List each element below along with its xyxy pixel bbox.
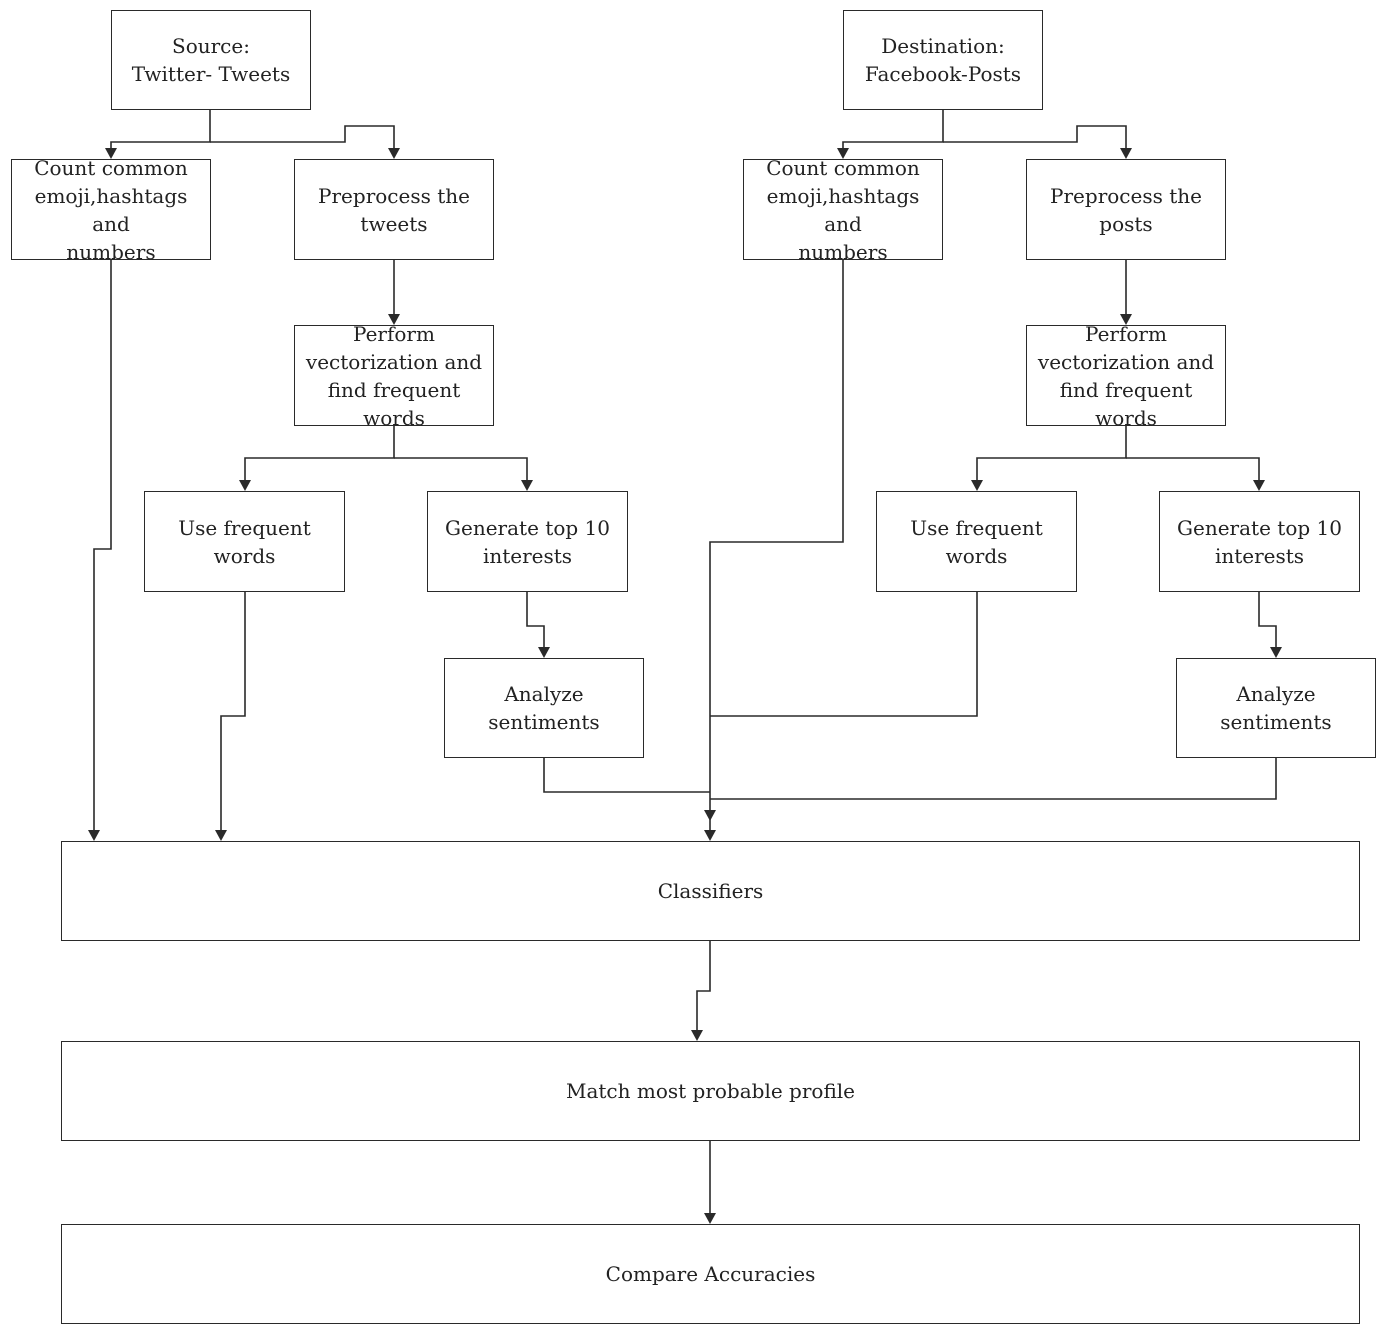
- arrowhead: [538, 647, 550, 658]
- node-destination-label: Destination: Facebook-Posts: [864, 34, 1022, 86]
- edge-use-frequent-left-to-classifiers: [220, 592, 246, 832]
- edge-sentiments-right-to-classifiers: [710, 758, 1277, 800]
- node-preprocess-tweets: Preprocess the tweets: [294, 159, 494, 260]
- arrowhead: [1120, 148, 1132, 159]
- node-sentiments-left: Analyze sentiments: [444, 658, 644, 758]
- node-classifiers: Classifiers: [61, 841, 1360, 941]
- node-count-common-left-label: Count common emoji,hashtags and numbers: [34, 155, 188, 264]
- arrowhead: [239, 480, 251, 491]
- node-use-frequent-right-label: Use frequent words: [910, 515, 1043, 568]
- node-count-common-right-label: Count common emoji,hashtags and numbers: [766, 155, 920, 264]
- arrowhead: [691, 1030, 703, 1041]
- arrowhead: [388, 148, 400, 159]
- arrowhead: [704, 830, 716, 841]
- edge-top10-right-to-sentiments: [1258, 592, 1277, 649]
- edge-top10-left-to-sentiments: [526, 592, 545, 649]
- node-count-common-left: Count common emoji,hashtags and numbers: [11, 156, 211, 264]
- arrowhead: [1120, 314, 1132, 325]
- edge-count-right-to-classifiers: [709, 260, 844, 832]
- node-count-common-right: Count common emoji,hashtags and numbers: [743, 156, 943, 264]
- edge-destination-to-preprocess-posts: [943, 125, 1127, 150]
- arrowhead: [1270, 647, 1282, 658]
- node-compare-accuracies-label: Compare Accuracies: [605, 1262, 816, 1286]
- node-match-profile: Match most probable profile: [61, 1041, 1360, 1141]
- node-preprocess-posts-label: Preprocess the posts: [1050, 183, 1202, 236]
- arrowhead: [215, 830, 227, 841]
- arrowhead: [388, 314, 400, 325]
- node-vectorize-right-label: Perform vectorization and find frequent …: [1037, 321, 1215, 430]
- arrowhead: [971, 480, 983, 491]
- node-use-frequent-right: Use frequent words: [876, 491, 1077, 592]
- node-preprocess-tweets-label: Preprocess the tweets: [318, 183, 470, 236]
- arrowhead: [88, 830, 100, 841]
- node-source-label: Source: Twitter- Tweets: [131, 34, 291, 86]
- node-preprocess-posts: Preprocess the posts: [1026, 159, 1226, 260]
- edge-vectorize-left-to-use-frequent: [244, 426, 395, 482]
- node-compare-accuracies: Compare Accuracies: [61, 1224, 1360, 1324]
- node-vectorize-left: Perform vectorization and find frequent …: [294, 322, 494, 430]
- node-source: Source: Twitter- Tweets: [111, 10, 311, 110]
- node-use-frequent-left: Use frequent words: [144, 491, 345, 592]
- edge-source-to-count-left: [110, 110, 211, 150]
- node-vectorize-right: Perform vectorization and find frequent …: [1026, 322, 1226, 430]
- node-vectorize-left-label: Perform vectorization and find frequent …: [305, 321, 483, 430]
- edge-use-frequent-right-to-classifiers: [710, 592, 978, 717]
- node-top10-left-label: Generate top 10 interests: [445, 515, 610, 568]
- node-sentiments-left-label: Analyze sentiments: [488, 682, 600, 734]
- arrowhead: [521, 480, 533, 491]
- edge-sentiments-left-to-classifiers: [543, 758, 710, 793]
- node-use-frequent-left-label: Use frequent words: [178, 515, 311, 568]
- node-classifiers-label: Classifiers: [657, 879, 764, 903]
- edge-count-left-to-classifiers: [93, 260, 112, 832]
- node-sentiments-right-label: Analyze sentiments: [1220, 682, 1332, 734]
- arrowhead: [704, 810, 716, 821]
- node-destination: Destination: Facebook-Posts: [843, 10, 1043, 110]
- node-top10-right: Generate top 10 interests: [1159, 491, 1360, 592]
- arrowhead: [837, 148, 849, 159]
- node-match-profile-label: Match most probable profile: [565, 1079, 856, 1103]
- arrowhead: [704, 1213, 716, 1224]
- node-sentiments-right: Analyze sentiments: [1176, 658, 1376, 758]
- arrowhead: [105, 148, 117, 159]
- arrowhead: [1253, 480, 1265, 491]
- edge-vectorize-right-to-use-frequent: [976, 426, 1127, 482]
- edge-classifiers-to-match: [696, 941, 711, 1032]
- node-top10-right-label: Generate top 10 interests: [1177, 515, 1342, 568]
- edge-vectorize-left-to-top10: [394, 457, 528, 482]
- node-top10-left: Generate top 10 interests: [427, 491, 628, 592]
- edge-source-to-preprocess-tweets: [210, 125, 395, 150]
- edge-destination-to-count-right: [842, 110, 944, 150]
- edge-vectorize-right-to-top10: [1126, 457, 1260, 482]
